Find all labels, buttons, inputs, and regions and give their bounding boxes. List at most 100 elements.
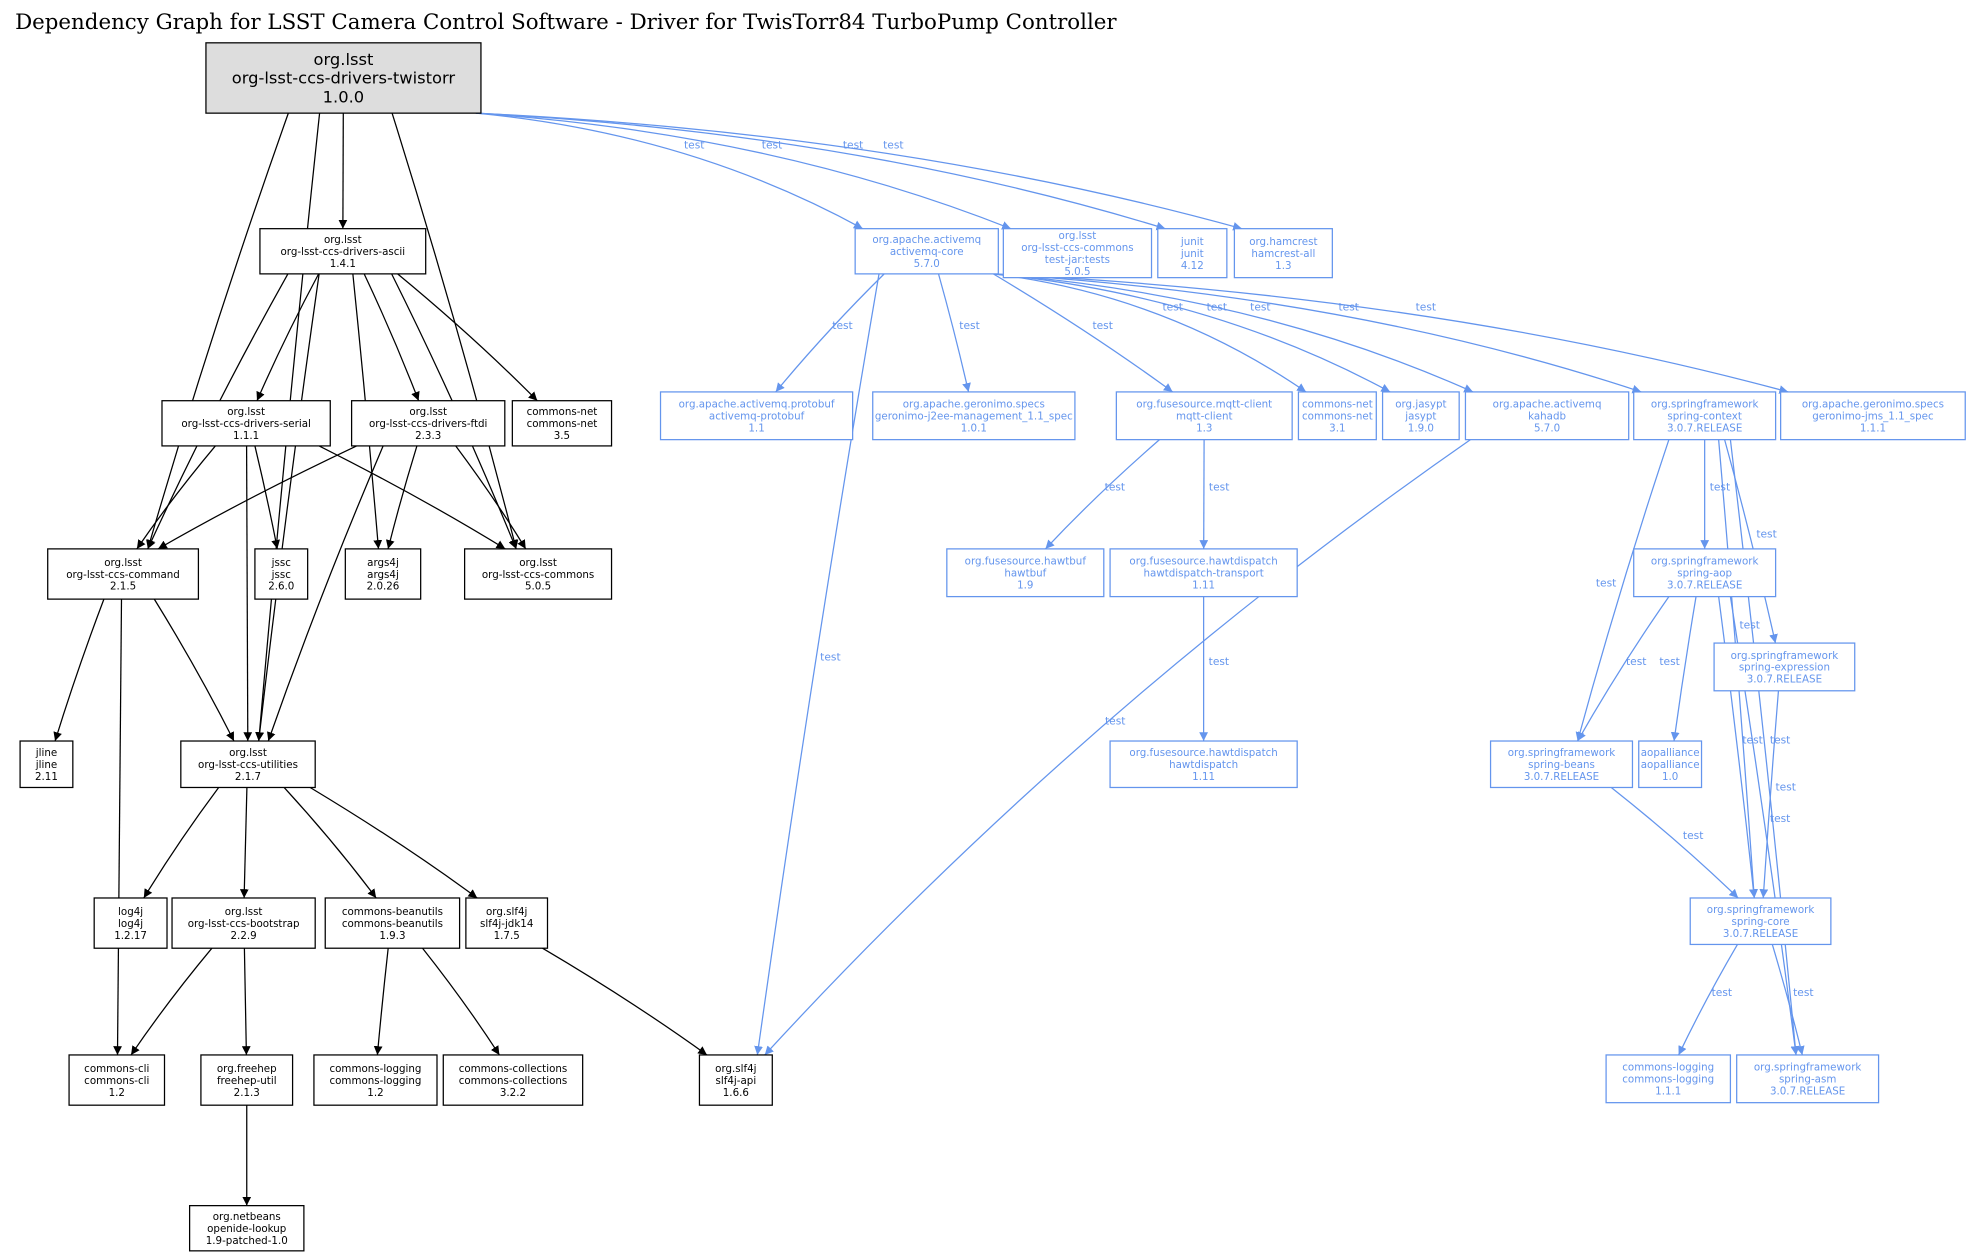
node-j2ee[interactable]: org.apache.geronimo.specsgeronimo-j2ee-m… bbox=[872, 391, 1076, 441]
node-hd[interactable]: org.fusesource.hawtdispatchhawtdispatch1… bbox=[1109, 740, 1298, 789]
node-hdtrans[interactable]: org.fusesource.hawtdispatchhawtdispatch-… bbox=[1109, 548, 1298, 598]
edge-sctx-to-sexpr bbox=[1724, 439, 1778, 644]
nodes-layer: org.lsstorg-lsst-ccs-drivers-twistorr1.0… bbox=[19, 42, 1966, 1252]
node-label-line: org.lsst bbox=[409, 406, 447, 418]
node-label-line: 1.0.1 bbox=[961, 422, 987, 434]
node-ccoll[interactable]: commons-collectionscommons-collections3.… bbox=[442, 1054, 584, 1106]
node-testjar[interactable]: org.lsstorg-lsst-ccs-commonstest-jar:tes… bbox=[1002, 228, 1153, 279]
edge-bootstrap-to-cli bbox=[130, 947, 213, 1056]
node-label-line: 3.0.7.RELEASE bbox=[1667, 422, 1742, 434]
node-label-line: org.slf4j bbox=[486, 906, 527, 918]
edge-ftdi-to-command bbox=[157, 445, 357, 550]
node-score[interactable]: org.springframeworkspring-core3.0.7.RELE… bbox=[1689, 897, 1832, 946]
node-label-line: args4j bbox=[367, 569, 399, 581]
edge-utilities-to-beanutils bbox=[283, 787, 377, 899]
node-label-line: slf4j-api bbox=[716, 1075, 757, 1087]
edge-amqcore-to-jms bbox=[993, 273, 1789, 394]
edge-label: test bbox=[1105, 715, 1125, 728]
node-label-line: 5.0.5 bbox=[525, 581, 551, 593]
node-sbeans[interactable]: org.springframeworkspring-beans3.0.7.REL… bbox=[1489, 740, 1634, 789]
node-label-line: 1.1.1 bbox=[1860, 422, 1886, 434]
node-label-line: commons-collections bbox=[459, 1063, 568, 1075]
edge-label: test bbox=[1338, 300, 1358, 313]
node-sctx[interactable]: org.springframeworkspring-context3.0.7.R… bbox=[1633, 391, 1777, 441]
edge-label: test bbox=[883, 138, 903, 151]
node-label-line: spring-context bbox=[1667, 411, 1741, 423]
node-saop[interactable]: org.springframeworkspring-aop3.0.7.RELEA… bbox=[1633, 548, 1777, 598]
edge-label: test bbox=[1105, 480, 1125, 493]
node-label-line: 2.2.9 bbox=[231, 930, 257, 942]
node-label-line: org-lsst-ccs-commons bbox=[482, 569, 594, 581]
node-label-line: 1.11 bbox=[1192, 771, 1215, 783]
edge-root-to-command bbox=[146, 112, 289, 550]
node-label-line: 3.5 bbox=[554, 430, 570, 442]
edge-label: test bbox=[1092, 319, 1112, 332]
node-label-line: org.jasypt bbox=[1395, 399, 1446, 411]
edge-label: test bbox=[1250, 300, 1270, 313]
edge-label: test bbox=[1770, 734, 1790, 747]
edge-saop-to-sbeans bbox=[1577, 596, 1670, 742]
node-label-line: org.springframework bbox=[1754, 1062, 1862, 1074]
node-label-line: mqtt-client bbox=[1176, 411, 1233, 423]
node-sasm[interactable]: org.springframeworkspring-asm3.0.7.RELEA… bbox=[1736, 1054, 1880, 1104]
node-label-line: org.lsst bbox=[324, 234, 362, 246]
graph-title: Dependency Graph for LSST Camera Control… bbox=[15, 10, 1117, 35]
edge-label: test bbox=[1209, 480, 1229, 493]
node-label-line: log4j bbox=[118, 906, 143, 918]
node-openide[interactable]: org.netbeansopenide-lookup1.9-patched-1.… bbox=[188, 1205, 305, 1252]
node-label-line: spring-core bbox=[1732, 916, 1790, 928]
node-label-line: commons-net bbox=[1302, 399, 1373, 411]
edge-ftdi-to-utilities bbox=[267, 445, 384, 742]
node-label-line: org.lsst bbox=[1059, 230, 1097, 242]
node-label-line: junit bbox=[1180, 248, 1204, 260]
node-label-line: org.springframework bbox=[1731, 650, 1839, 662]
node-label-line: aopalliance bbox=[1641, 747, 1700, 759]
node-sexpr[interactable]: org.springframeworkspring-expression3.0.… bbox=[1713, 642, 1856, 692]
node-label-line: args4j bbox=[367, 557, 399, 569]
node-label-line: org.springframework bbox=[1651, 399, 1759, 411]
node-protobuf[interactable]: org.apache.activemq.protobufactivemq-pro… bbox=[659, 391, 854, 441]
node-label-line: 4.12 bbox=[1181, 260, 1204, 272]
node-label-line: org.springframework bbox=[1508, 747, 1616, 759]
edge-command-to-jline bbox=[53, 598, 105, 742]
node-label-line: 2.1.3 bbox=[234, 1087, 260, 1099]
edge-ascii-to-utilities bbox=[255, 273, 320, 742]
node-jms[interactable]: org.apache.geronimo.specsgeronimo-jms_1.… bbox=[1780, 391, 1966, 441]
node-label-line: 1.2 bbox=[109, 1087, 125, 1099]
node-label-line: org-lsst-ccs-drivers-ftdi bbox=[369, 418, 487, 430]
node-label-line: 1.11 bbox=[1192, 579, 1215, 591]
edge-utilities-to-log4j bbox=[143, 787, 220, 899]
node-label-line: org-lsst-ccs-command bbox=[66, 569, 180, 581]
node-root[interactable]: org.lsstorg-lsst-ccs-drivers-twistorr1.0… bbox=[205, 42, 482, 114]
edge-ftdi-to-args4j bbox=[385, 445, 418, 550]
